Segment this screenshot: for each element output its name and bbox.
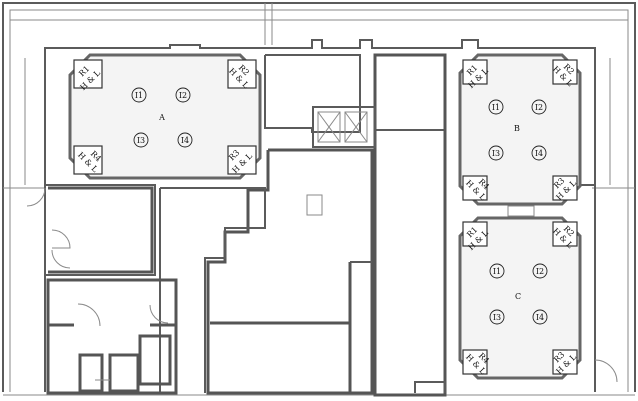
room-A-name: A [158, 113, 165, 122]
room-B-item-1: I1 [492, 103, 500, 112]
room-C-name: C [515, 292, 521, 301]
room-C-item-1: I1 [493, 267, 501, 276]
room-B-item-3: I3 [492, 149, 500, 158]
room-B-item-4: I4 [535, 149, 543, 158]
room-C-item-4: I4 [536, 313, 544, 322]
room-A-item-2: I2 [179, 91, 187, 100]
room-A-item-3: I3 [137, 136, 145, 145]
room-C-item-2: I2 [536, 267, 544, 276]
room-B-item-2: I2 [535, 103, 543, 112]
room-B-name: B [514, 124, 520, 133]
service-rooms [45, 184, 266, 395]
room-C-item-3: I3 [493, 313, 501, 322]
room-A-item-1: I1 [135, 91, 143, 100]
outer-walls [2, 2, 636, 396]
room-A-item-4: I4 [181, 136, 189, 145]
central-rooms [206, 53, 447, 397]
corner-boxes [73, 59, 578, 375]
